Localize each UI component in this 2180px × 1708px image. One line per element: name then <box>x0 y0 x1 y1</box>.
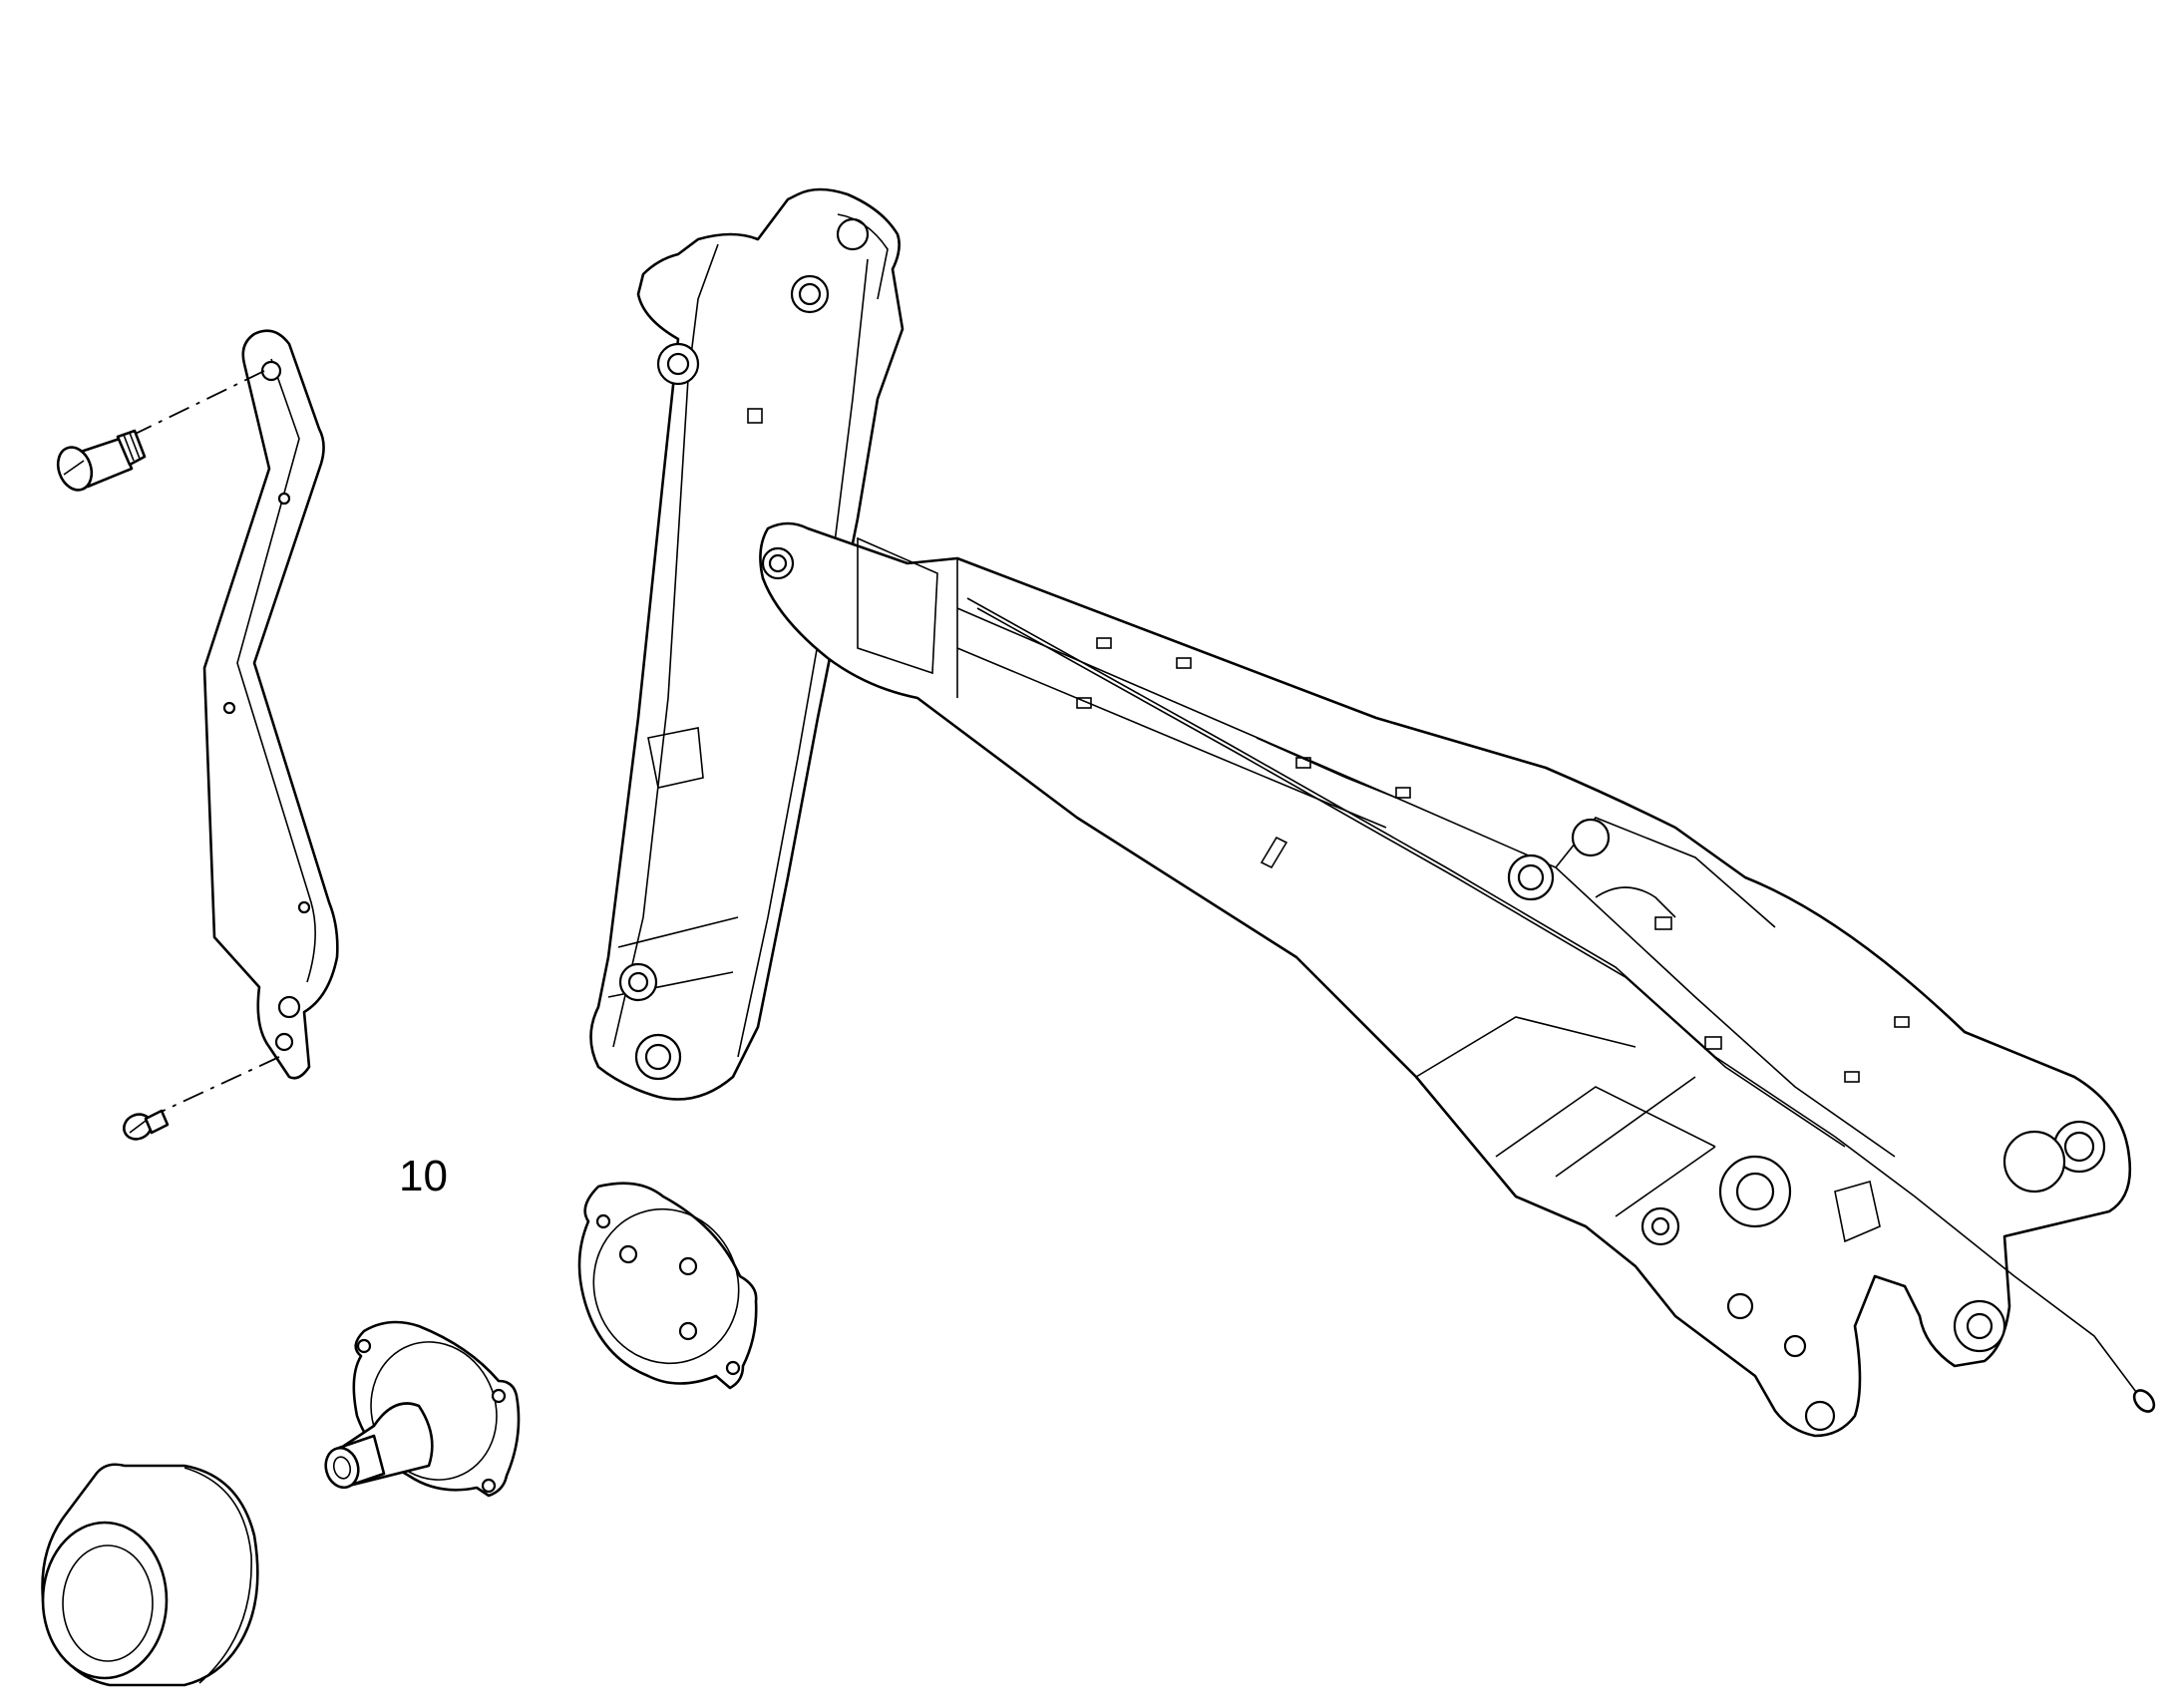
small-screw <box>123 1109 170 1141</box>
bracket-arm <box>202 329 339 1080</box>
leader-line-bottom <box>154 1056 280 1116</box>
boom-vertical-arm <box>589 187 905 1101</box>
harness-cable <box>966 597 2156 1413</box>
boom-horizontal-beam <box>759 521 2132 1438</box>
ring-cover <box>577 1182 758 1390</box>
cylindrical-housing <box>41 1463 259 1687</box>
shoulder-bolt <box>56 429 147 492</box>
leader-line-top <box>114 370 265 445</box>
item-callout-number: 10 <box>399 1152 448 1200</box>
splined-flange <box>324 1320 521 1498</box>
